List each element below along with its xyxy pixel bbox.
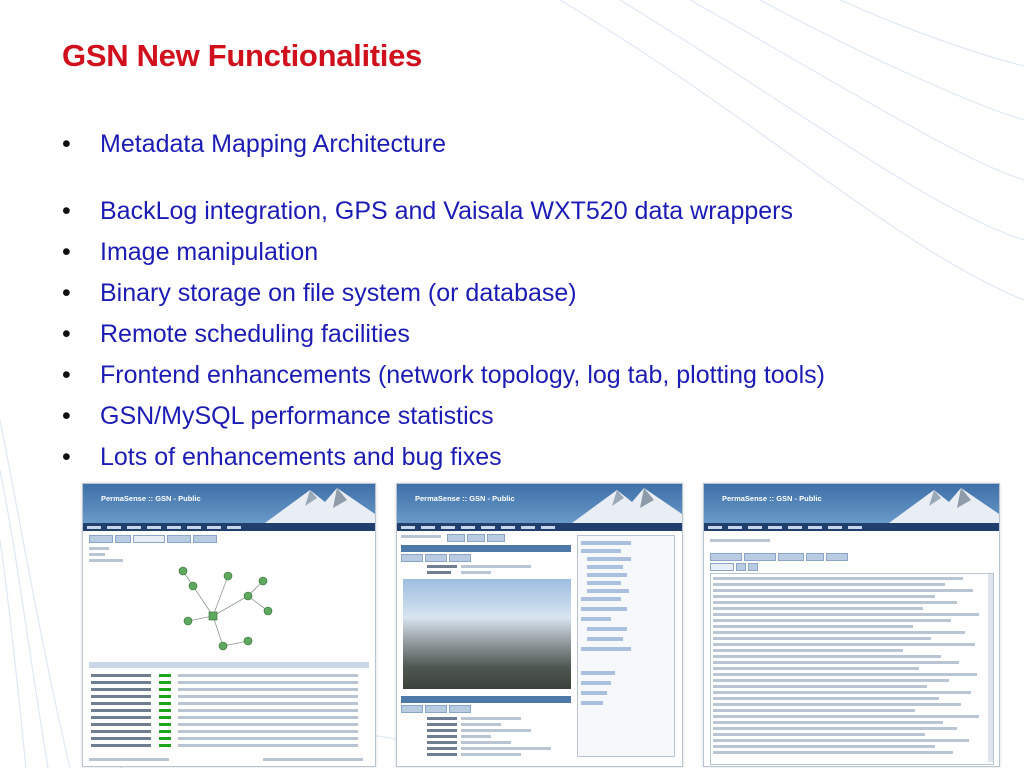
glacier-photo [403, 579, 571, 689]
network-topology-screenshot: PermaSense :: GSN - Public [82, 483, 376, 767]
bullet-item: • Metadata Mapping Architecture [62, 126, 825, 167]
bullet-list: • Metadata Mapping Architecture • BackLog … [62, 126, 825, 480]
bullet-text: Binary storage on file system (or databa… [100, 279, 577, 307]
bullet-item: • Frontend enhancements (network topology… [62, 357, 825, 398]
bullet-text: Lots of enhancements and bug fixes [100, 443, 502, 471]
bullet-marker: • [62, 320, 71, 348]
slide-title: GSN New Functionalities [62, 38, 422, 73]
screenshot-nav-bar [397, 523, 682, 531]
screenshot-body [83, 531, 375, 766]
bullet-text: Image manipulation [100, 238, 319, 266]
bullet-item: • Binary storage on file system (or datab… [62, 275, 825, 316]
bullet-item: • BackLog integration, GPS and Vaisala WX… [62, 193, 825, 234]
bullet-marker: • [62, 238, 71, 266]
bullet-marker: • [62, 279, 71, 307]
bullet-item: • Image manipulation [62, 234, 825, 275]
bullet-text: GSN/MySQL performance statistics [100, 402, 494, 430]
bullet-marker: • [62, 361, 71, 389]
bullet-item: • Lots of enhancements and bug fixes [62, 439, 825, 480]
screenshot-nav-bar [83, 523, 375, 531]
screenshot-title: PermaSense :: GSN - Public [722, 494, 822, 503]
bullet-text: BackLog integration, GPS and Vaisala WXT… [100, 197, 793, 225]
bullet-item: • Remote scheduling facilities [62, 316, 825, 357]
bullet-marker: • [62, 130, 71, 158]
screenshot-body [397, 531, 682, 766]
bullet-marker: • [62, 443, 71, 471]
bullet-item: • GSN/MySQL performance statistics [62, 398, 825, 439]
bullet-text: Metadata Mapping Architecture [100, 130, 447, 158]
image-manipulation-screenshot: PermaSense :: GSN - Public [396, 483, 683, 767]
log-tab-screenshot: PermaSense :: GSN - Public [703, 483, 1000, 767]
mountain-image [889, 488, 999, 523]
screenshot-header: PermaSense :: GSN - Public [397, 484, 682, 523]
bullet-marker: • [62, 402, 71, 430]
screenshot-title: PermaSense :: GSN - Public [415, 494, 515, 503]
bullet-text: Frontend enhancements (network topology,… [100, 361, 825, 389]
screenshot-body [704, 531, 999, 766]
mountain-image [572, 488, 682, 523]
bullet-marker: • [62, 197, 71, 225]
screenshot-title: PermaSense :: GSN - Public [101, 494, 201, 503]
screenshot-header: PermaSense :: GSN - Public [83, 484, 375, 523]
network-topology-graph [178, 566, 273, 651]
mountain-image [265, 488, 375, 523]
bullet-text: Remote scheduling facilities [100, 320, 410, 348]
screenshot-header: PermaSense :: GSN - Public [704, 484, 999, 523]
screenshot-nav-bar [704, 523, 999, 531]
